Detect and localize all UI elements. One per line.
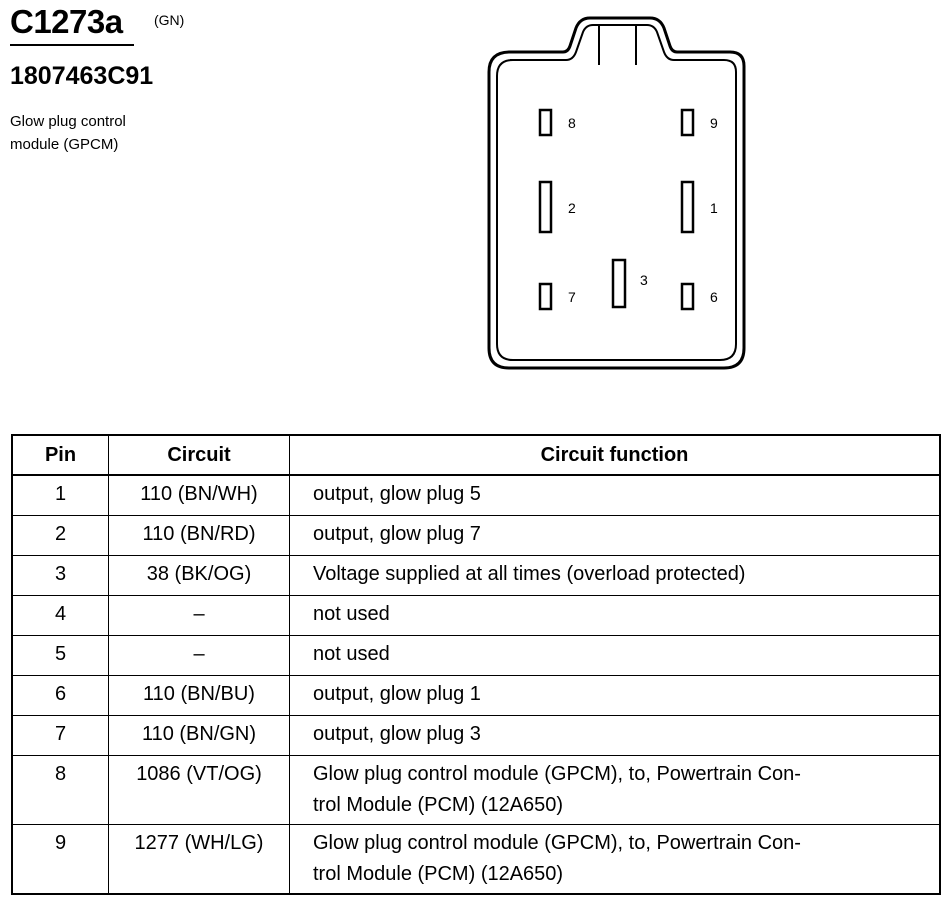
table-header-row: Pin Circuit Circuit function [11, 434, 941, 476]
cell-circuit: 1086 (VT/OG) [108, 754, 290, 825]
terminal-1 [680, 180, 695, 234]
connector-housing-inner [496, 24, 737, 361]
cell-circuit: 110 (BN/WH) [108, 474, 290, 516]
header-pin: Pin [11, 434, 109, 476]
table-row: 5 – not used [11, 634, 941, 676]
cell-function: Glow plug control module (GPCM), to, Pow… [289, 823, 941, 894]
cell-pin: 9 [11, 823, 109, 894]
table-row: 3 38 (BK/OG) Voltage supplied at all tim… [11, 554, 941, 596]
terminal-3 [611, 258, 627, 309]
cell-circuit: 1277 (WH/LG) [108, 823, 290, 894]
cell-pin: 8 [11, 754, 109, 825]
table-row: 6 110 (BN/BU) output, glow plug 1 [11, 674, 941, 716]
cell-function: not used [289, 634, 941, 676]
part-number: 1807463C91 [10, 62, 154, 90]
color-code: (GN) [154, 12, 185, 28]
cell-circuit: 110 (BN/RD) [108, 514, 290, 556]
cell-pin: 5 [11, 634, 109, 676]
pin-label-2: 2 [568, 200, 576, 216]
pin-label-1: 1 [710, 200, 718, 216]
cell-function: not used [289, 594, 941, 636]
terminal-9 [680, 108, 695, 137]
pin-label-7: 7 [568, 289, 576, 305]
terminal-7 [538, 282, 553, 311]
connector-housing-outer [487, 16, 746, 370]
table-row: 4 – not used [11, 594, 941, 636]
connector-id: C1273a [10, 3, 123, 40]
cell-function: output, glow plug 3 [289, 714, 941, 756]
table-row: 1 110 (BN/WH) output, glow plug 5 [11, 474, 941, 516]
pin-label-6: 6 [710, 289, 718, 305]
cell-pin: 3 [11, 554, 109, 596]
table-row: 7 110 (BN/GN) output, glow plug 3 [11, 714, 941, 756]
terminal-2 [538, 180, 553, 234]
table-row: 8 1086 (VT/OG) Glow plug control module … [11, 754, 941, 825]
cell-pin: 6 [11, 674, 109, 716]
cell-function: Voltage supplied at all times (overload … [289, 554, 941, 596]
cell-circuit: 110 (BN/GN) [108, 714, 290, 756]
terminal-6 [680, 282, 695, 311]
title-underline [10, 44, 134, 46]
cell-function: output, glow plug 5 [289, 474, 941, 516]
terminal-8 [538, 108, 553, 137]
table-row: 9 1277 (WH/LG) Glow plug control module … [11, 823, 941, 894]
header-circuit: Circuit [108, 434, 290, 476]
cell-pin: 7 [11, 714, 109, 756]
cell-function: output, glow plug 7 [289, 514, 941, 556]
connector-description: Glow plug control module (GPCM) [10, 113, 126, 153]
pin-label-3: 3 [640, 272, 648, 288]
cell-pin: 2 [11, 514, 109, 556]
pin-label-8: 8 [568, 115, 576, 131]
connector-face-drawing: 8 9 2 1 7 3 6 [487, 16, 746, 370]
cell-circuit: 38 (BK/OG) [108, 554, 290, 596]
table-row: 2 110 (BN/RD) output, glow plug 7 [11, 514, 941, 556]
cell-function: output, glow plug 1 [289, 674, 941, 716]
cell-circuit: – [108, 634, 290, 676]
cell-pin: 1 [11, 474, 109, 516]
connector-diagram: 8 9 2 1 7 3 6 [480, 10, 760, 375]
cell-function: Glow plug control module (GPCM), to, Pow… [289, 754, 941, 825]
header-circuit-function: Circuit function [289, 434, 941, 476]
pin-label-9: 9 [710, 115, 718, 131]
cell-pin: 4 [11, 594, 109, 636]
pinout-table: Pin Circuit Circuit function 1 110 (BN/W… [11, 434, 941, 895]
cell-circuit: – [108, 594, 290, 636]
cell-circuit: 110 (BN/BU) [108, 674, 290, 716]
